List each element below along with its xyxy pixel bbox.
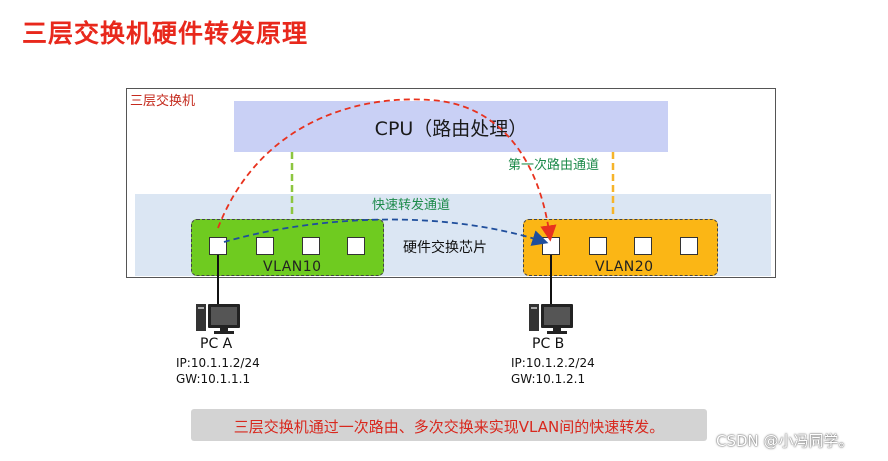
switch-label: 三层交换机 bbox=[130, 94, 196, 109]
vlan10-label: VLAN10 bbox=[263, 259, 322, 275]
vlan20-port-4 bbox=[680, 237, 698, 255]
pc-a-gw: GW:10.1.1.1 bbox=[176, 372, 251, 386]
cpu-block bbox=[234, 101, 668, 152]
vlan20-label: VLAN20 bbox=[595, 259, 654, 275]
pc-b-ip: IP:10.1.2.2/24 bbox=[511, 356, 595, 370]
page-title: 三层交换机硬件转发原理 bbox=[22, 19, 309, 48]
pc-a-name: PC A bbox=[200, 336, 233, 352]
caption-box bbox=[191, 409, 707, 441]
vlan10-port-1 bbox=[209, 237, 227, 255]
pc-b-gw: GW:10.1.2.1 bbox=[511, 372, 586, 386]
pc-b-name: PC B bbox=[532, 336, 565, 352]
vlan10-port-2 bbox=[256, 237, 274, 255]
pc-b-computer-icon bbox=[529, 304, 573, 334]
first-route-arrow bbox=[217, 98, 557, 242]
vlan20-port-3 bbox=[634, 237, 652, 255]
chip-label: 硬件交换芯片 bbox=[403, 240, 487, 256]
vlan10-port-4 bbox=[347, 237, 365, 255]
caption-text: 三层交换机通过一次路由、多次交换来实现VLAN间的快速转发。 bbox=[233, 418, 665, 436]
vlan20-port-2 bbox=[589, 237, 607, 255]
pc-a-ip: IP:10.1.1.2/24 bbox=[176, 356, 260, 370]
vlan10-port-3 bbox=[302, 237, 320, 255]
pc-a-computer-icon bbox=[196, 304, 240, 334]
cpu-label: CPU（路由处理） bbox=[374, 118, 528, 140]
fast-forward-arrow bbox=[223, 218, 549, 246]
csdn-watermark: CSDN @小冯同学。 bbox=[716, 432, 854, 450]
fast-forward-label: 快速转发通道 bbox=[372, 198, 451, 213]
